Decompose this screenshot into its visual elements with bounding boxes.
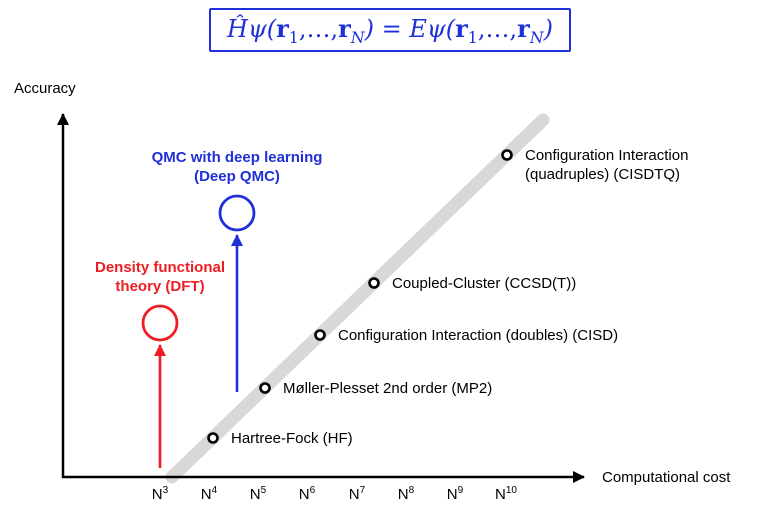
x-tick-base: N xyxy=(249,486,261,503)
deep-qmc-label-line1: QMC with deep learning xyxy=(151,149,323,166)
data-point-ccsdt xyxy=(368,277,380,289)
equation-subscript: 1 xyxy=(288,27,299,47)
x-tick-base: N xyxy=(397,486,409,503)
x-tick-label: N9 xyxy=(447,485,463,503)
data-point-mp2 xyxy=(259,382,271,394)
x-tick-base: N xyxy=(151,486,163,503)
equation-segment: ,…, xyxy=(477,15,518,43)
x-tick-exponent: 5 xyxy=(260,485,267,496)
equation-segment: ) = Eψ( xyxy=(364,15,456,43)
equation-subscript: 1 xyxy=(467,27,478,47)
dft-label-line2: theory (DFT) xyxy=(115,278,205,295)
y-axis-label: Accuracy xyxy=(14,80,76,97)
deep-qmc-label: QMC with deep learning (Deep QMC) xyxy=(152,148,323,186)
trend-band xyxy=(165,113,550,484)
x-tick-exponent: 4 xyxy=(211,485,218,496)
x-tick-base: N xyxy=(298,486,310,503)
dft-label: Density functional theory (DFT) xyxy=(95,258,225,296)
x-tick-base: N xyxy=(495,486,506,503)
method-label-cisdtq-line2: (quadruples) (CISDTQ) xyxy=(525,166,681,183)
equation-segment: Ĥψ( xyxy=(227,15,277,43)
x-tick-label: N4 xyxy=(201,485,217,503)
x-tick-label: N6 xyxy=(299,485,315,503)
x-tick-label: N8 xyxy=(398,485,414,503)
data-point-cisdtq xyxy=(501,149,513,161)
method-label-mp2: Møller-Plesset 2nd order (MP2) xyxy=(283,380,493,397)
x-axis-label: Computational cost xyxy=(602,469,731,486)
x-tick-base: N xyxy=(446,486,458,503)
x-tick-label: N5 xyxy=(250,485,266,503)
x-tick-label: N7 xyxy=(349,485,365,503)
equation-segment: r xyxy=(517,14,530,43)
equation-segment: ) xyxy=(543,15,553,43)
method-label-ccsdt: Coupled-Cluster (CCSD(T)) xyxy=(392,275,577,292)
x-tick-exponent: 10 xyxy=(505,485,517,496)
deep-qmc-circle xyxy=(218,194,256,232)
x-tick-label: N10 xyxy=(495,485,517,503)
deep-qmc-label-line2: (Deep QMC) xyxy=(194,168,280,185)
x-tick-exponent: 8 xyxy=(408,485,415,496)
equation-subscript: N xyxy=(529,27,544,47)
dft-label-line1: Density functional xyxy=(94,259,226,276)
x-tick-base: N xyxy=(200,486,212,503)
schrodinger-equation-box: Ĥψ(r1,…,rN) = Eψ(r1,…,rN) xyxy=(209,8,571,52)
x-tick-exponent: 3 xyxy=(162,485,169,496)
x-tick-exponent: 6 xyxy=(309,485,316,496)
data-point-cisd xyxy=(314,329,326,341)
x-tick-exponent: 9 xyxy=(457,485,464,496)
data-point-hf xyxy=(207,432,219,444)
equation-subscript: N xyxy=(350,27,365,47)
x-tick-base: N xyxy=(348,486,360,503)
equation-segment: r xyxy=(276,14,289,43)
x-tick-label: N3 xyxy=(152,485,168,503)
x-tick-exponent: 7 xyxy=(359,485,366,496)
method-label-hf: Hartree-Fock (HF) xyxy=(231,430,353,447)
method-label-cisdtq-line1: Configuration Interaction xyxy=(525,147,689,164)
method-label-cisdtq: Configuration Interaction (quadruples) (… xyxy=(525,146,688,184)
equation-segment: r xyxy=(338,14,351,43)
equation-segment: ,…, xyxy=(298,15,339,43)
equation-segment: r xyxy=(455,14,468,43)
dft-circle xyxy=(141,304,179,342)
method-label-cisd: Configuration Interaction (doubles) (CIS… xyxy=(338,327,619,344)
